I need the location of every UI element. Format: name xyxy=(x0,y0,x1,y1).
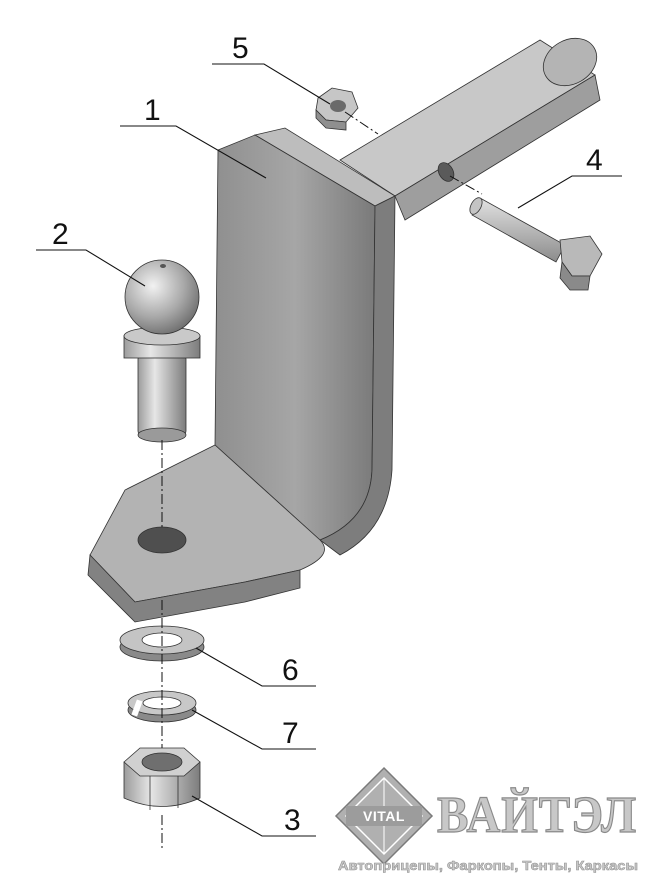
part-6-washer xyxy=(119,625,205,662)
axis-lines xyxy=(161,111,483,850)
leader-lines xyxy=(36,63,622,837)
vital-emblem-text: VITAL xyxy=(363,808,405,824)
callout-3: 3 xyxy=(284,804,301,837)
callout-2: 2 xyxy=(52,218,69,251)
vital-logo: VITAL ВАЙТЭЛ Автоприцепы, Фаркопы, Тенты… xyxy=(334,766,638,873)
callout-7: 7 xyxy=(282,717,299,750)
callout-1: 1 xyxy=(144,94,161,127)
part-4-bolt xyxy=(469,197,603,291)
callout-5: 5 xyxy=(232,32,249,65)
callout-labels: 1 2 3 4 5 6 7 xyxy=(52,32,603,837)
part-5-nut xyxy=(315,87,359,131)
brand-tagline: Автоприцепы, Фаркопы, Тенты, Каркасы xyxy=(338,859,638,873)
brand-name: ВАЙТЭЛ xyxy=(437,787,637,844)
part-1-bracket xyxy=(87,37,601,623)
part-3-hex-nut xyxy=(123,747,201,810)
vital-emblem: VITAL xyxy=(334,766,434,866)
callout-4: 4 xyxy=(586,144,603,177)
callout-6: 6 xyxy=(282,654,299,687)
part-2-tow-ball xyxy=(123,259,201,443)
